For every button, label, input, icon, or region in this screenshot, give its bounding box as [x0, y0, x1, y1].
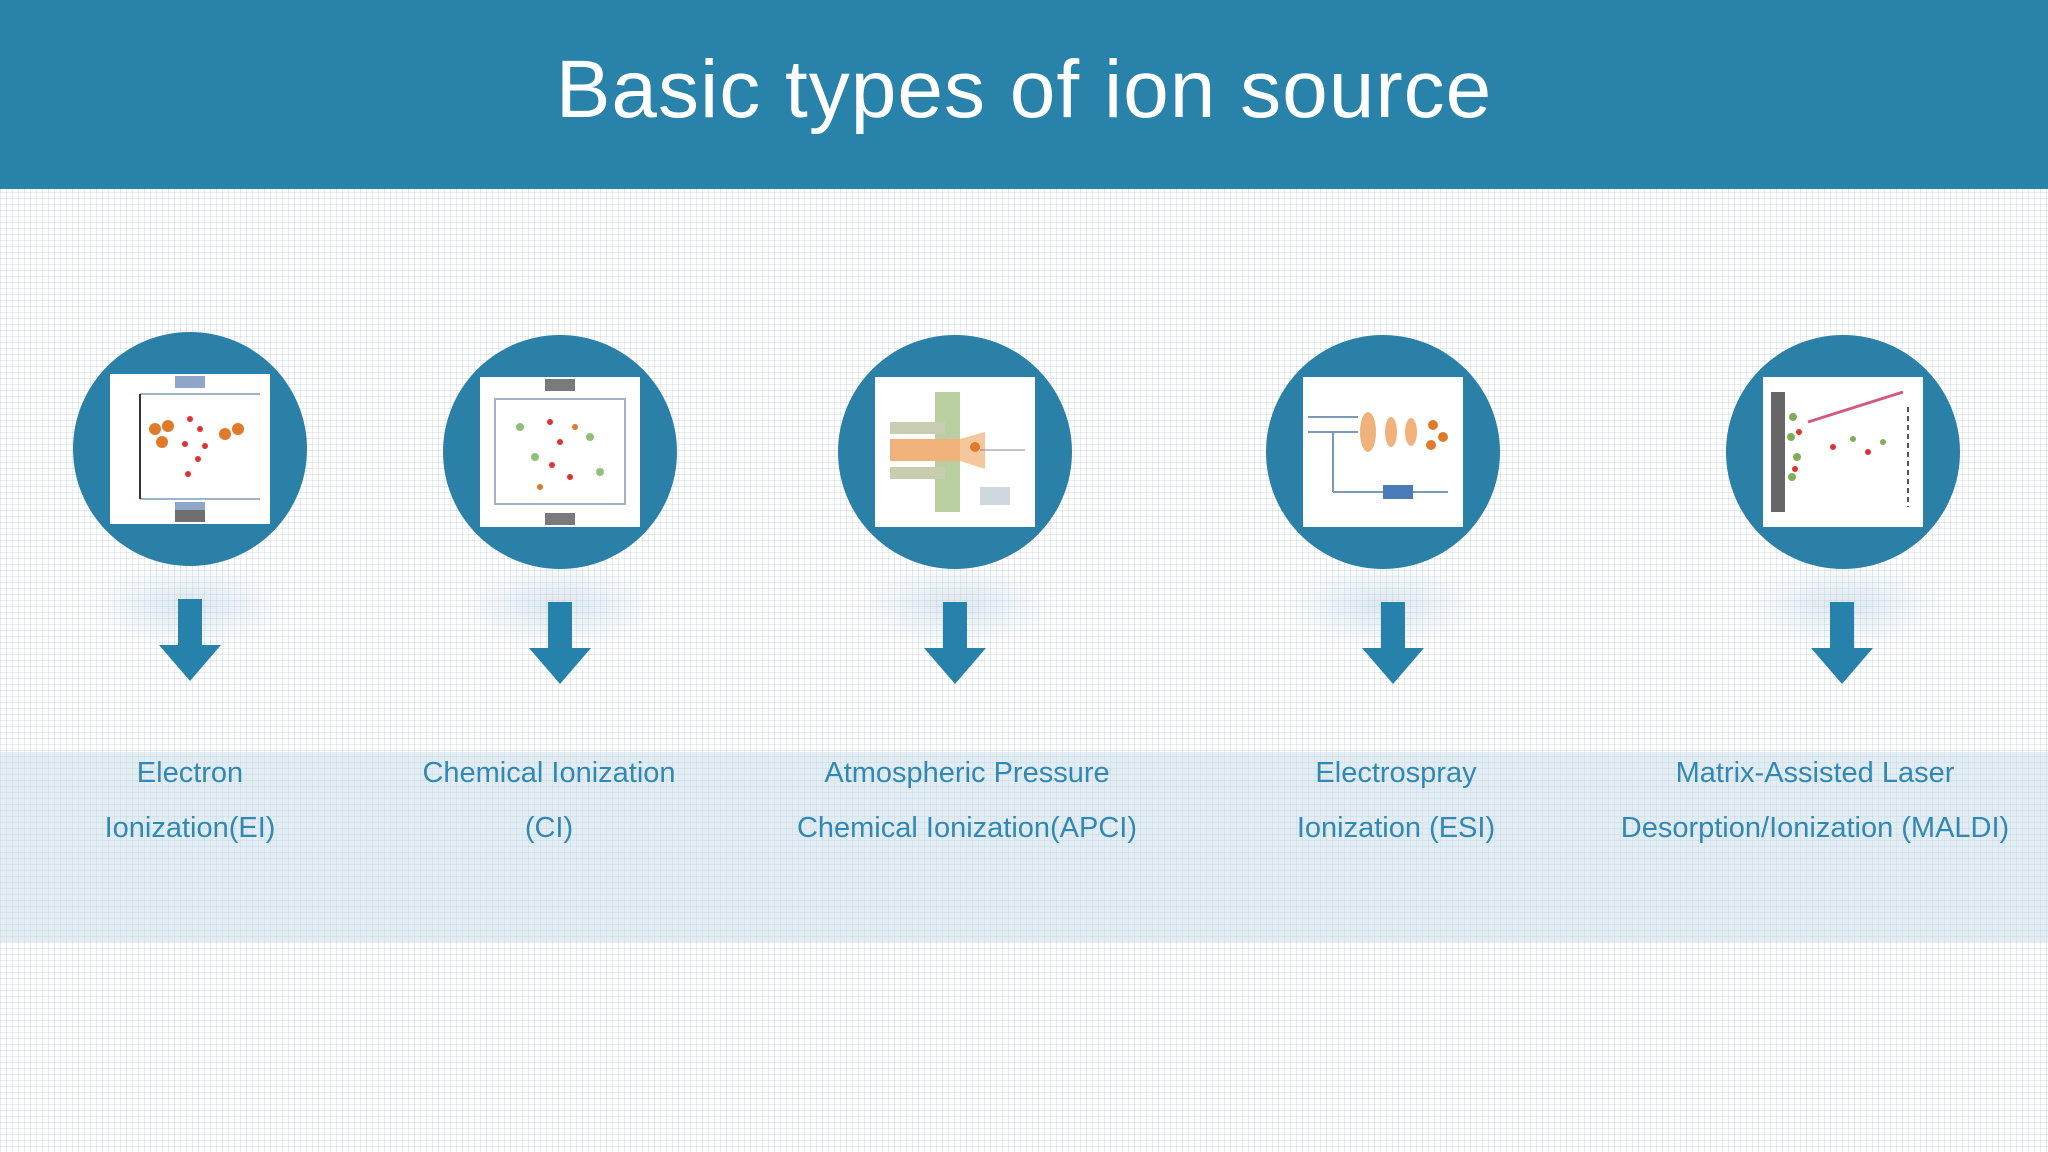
title-banner: Basic types of ion source	[0, 0, 2048, 189]
page-title: Basic types of ion source	[555, 43, 1493, 135]
source-label-maldi: Matrix-Assisted Laser Desorption/Ionizat…	[1620, 757, 2010, 844]
source-label-ei: Electron Ionization(EI)	[104, 757, 276, 844]
label-band	[0, 752, 2048, 942]
maldi-diagram-icon	[1763, 377, 1923, 527]
down-arrow-icon	[529, 602, 591, 684]
source-circle	[73, 332, 307, 566]
down-arrow-icon	[1811, 602, 1873, 684]
apci-diagram-icon	[875, 377, 1035, 527]
source-circle	[1726, 335, 1960, 569]
esi-diagram-icon	[1303, 377, 1463, 527]
source-label-ci: Chemical Ionization (CI)	[422, 757, 676, 844]
source-circle	[1266, 335, 1500, 569]
down-arrow-icon	[924, 602, 986, 684]
source-circle	[443, 335, 677, 569]
chemical-ionization-diagram-icon	[480, 377, 640, 527]
source-circle	[838, 335, 1072, 569]
source-label-esi: Electrospray Ionization (ESI)	[1296, 757, 1496, 844]
electron-ionization-diagram-icon	[110, 374, 270, 524]
down-arrow-icon	[1362, 602, 1424, 684]
down-arrow-icon	[159, 599, 221, 681]
source-label-apci: Atmospheric Pressure Chemical Ionization…	[796, 757, 1138, 844]
